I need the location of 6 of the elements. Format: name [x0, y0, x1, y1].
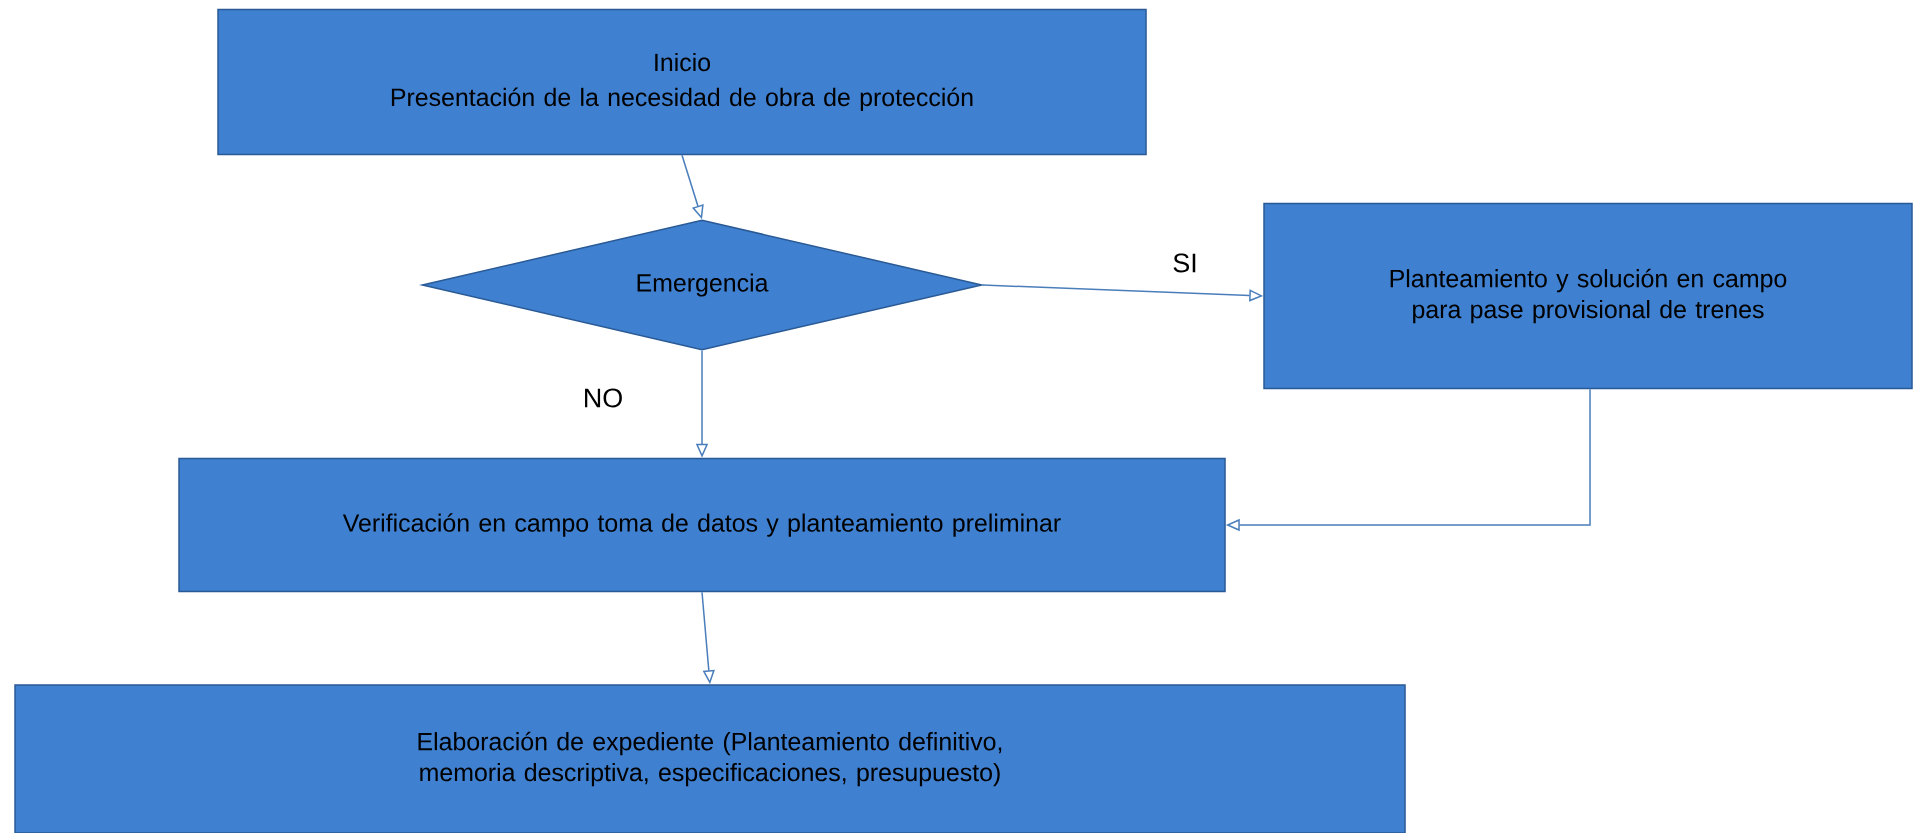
edge-label: SI — [1173, 253, 1196, 273]
process-box: Verificación en campo toma de datos y planteamiento preliminar — [178, 457, 1226, 593]
process-box: Inicio Presentación de la necesidad de obra de protección — [217, 8, 1147, 156]
process-box: Elaboración de expediente (Planteamiento definitivo, memoria descriptiva, especificaciones, presupuesto) — [14, 684, 1406, 833]
edge-label: NO — [585, 388, 622, 408]
process-box: Planteamiento y solución en campo para pase provisional de trenes — [1263, 202, 1913, 390]
